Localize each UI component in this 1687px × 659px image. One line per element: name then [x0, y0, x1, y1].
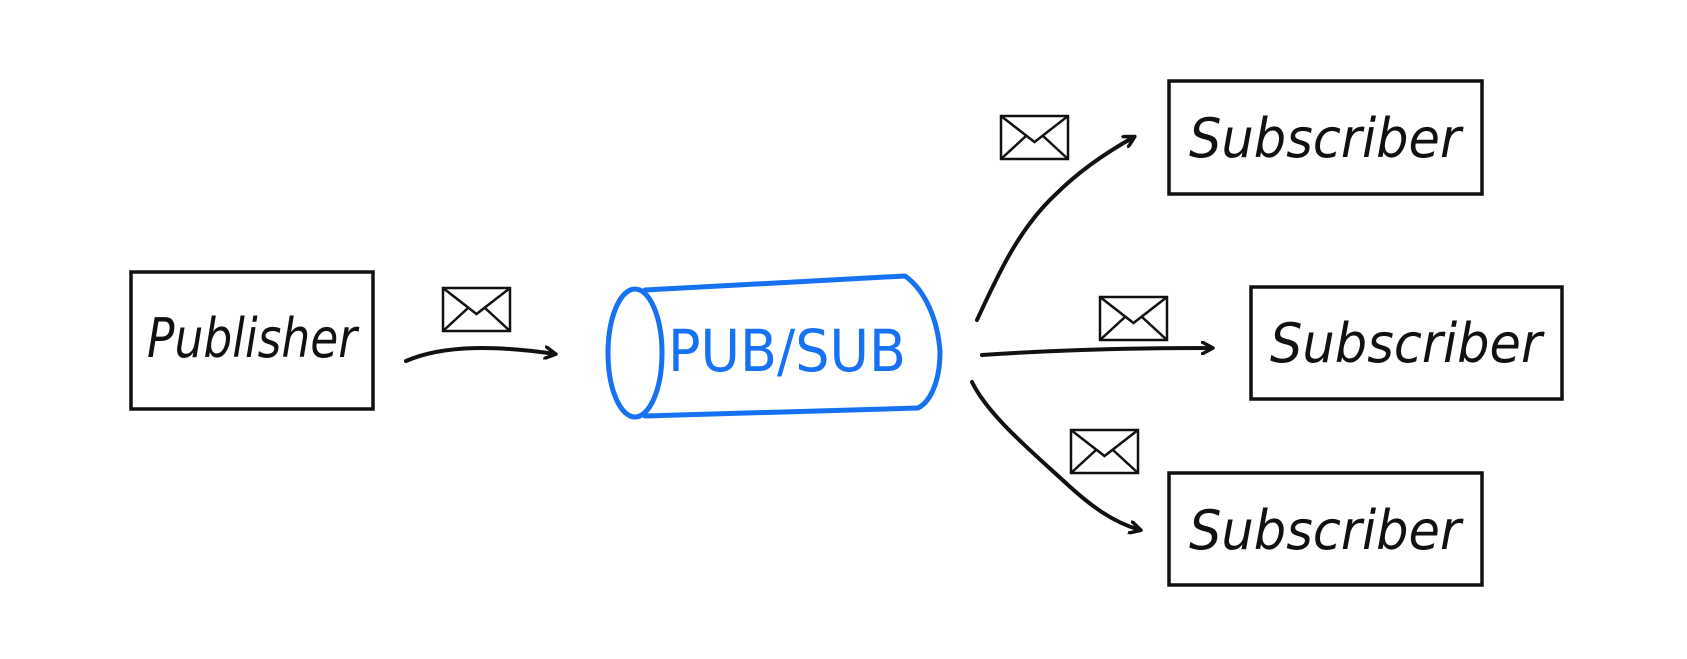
subscriber-label: Subscriber: [1189, 107, 1464, 170]
arrow-icon: [404, 348, 555, 363]
publisher-node: Publisher: [129, 270, 375, 411]
subscriber-box: [1167, 471, 1484, 587]
envelope-icon: [999, 114, 1070, 161]
arrow-icon: [980, 348, 1212, 357]
envelope-icon: [1098, 295, 1169, 342]
hub-label: PUB/SUB: [668, 317, 906, 385]
envelope-icon: [441, 286, 512, 333]
subscriber-node-3: Subscriber: [1167, 471, 1484, 587]
pubsub-hub: PUB/SUB: [605, 273, 943, 420]
subscriber-node-1: Subscriber: [1167, 79, 1484, 196]
envelope-icon: [1069, 428, 1140, 475]
publisher-label: Publisher: [147, 307, 359, 370]
subscriber-label: Subscriber: [1270, 312, 1545, 375]
hub-cylinder-body: [642, 273, 943, 419]
subscriber-node-2: Subscriber: [1249, 285, 1564, 401]
arrow-icon: [975, 137, 1134, 322]
arrow-icon: [970, 380, 1140, 530]
subscriber-box: [1249, 285, 1564, 401]
subscriber-label: Subscriber: [1189, 499, 1464, 562]
hub-cylinder-cap: [605, 286, 665, 420]
subscriber-box: [1167, 79, 1484, 196]
publisher-box: [129, 270, 375, 411]
